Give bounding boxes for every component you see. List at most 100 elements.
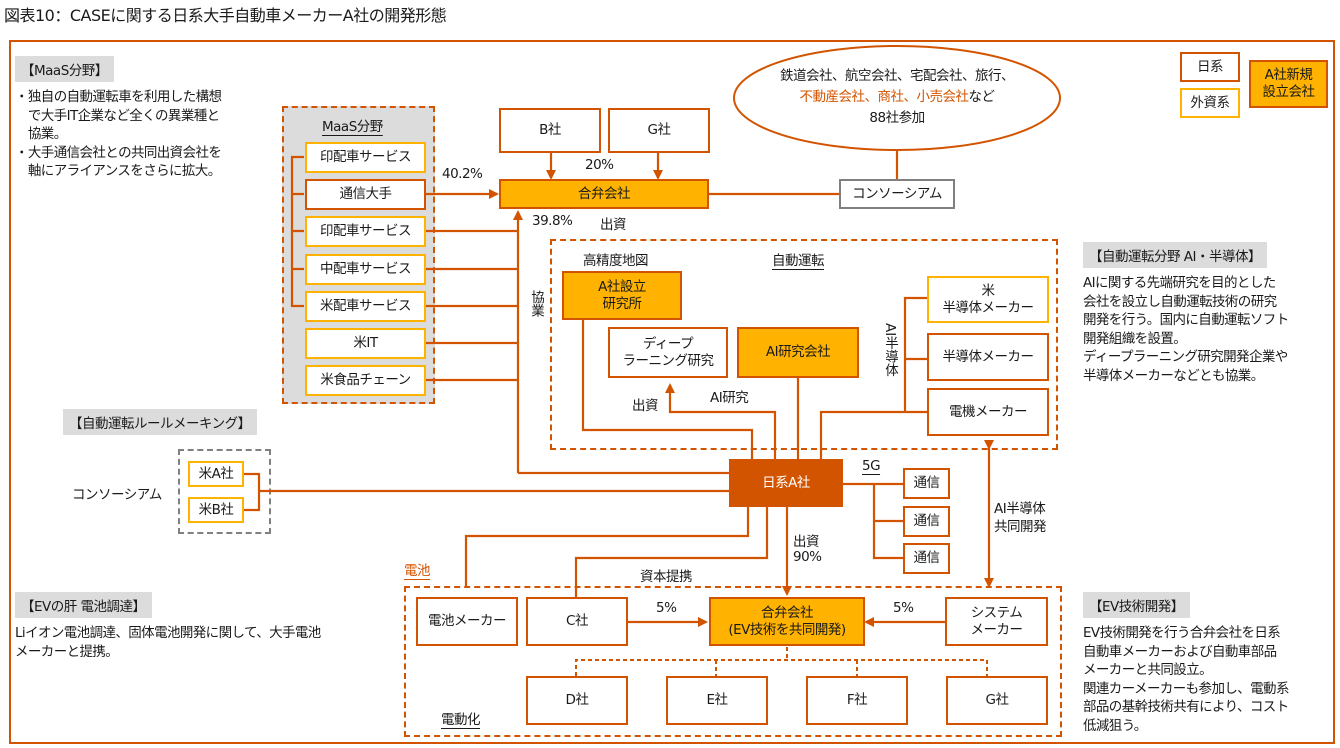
desc-line: ・独自の自動運転車を利用した構想: [15, 89, 222, 105]
ellipse-line-rest: など: [968, 89, 996, 105]
maas-member-box[interactable]: 米配車サービス: [305, 291, 426, 322]
g-company-ev-box[interactable]: G社: [946, 676, 1048, 725]
box-line: ディープ: [642, 335, 694, 352]
battery-maker-box[interactable]: 電池メーカー: [416, 597, 518, 646]
legend-new-company: A社新規 設立会社: [1249, 60, 1328, 108]
us-semi-maker-box[interactable]: 米 半導体メーカー: [927, 276, 1049, 323]
diagram-frame: [9, 40, 1335, 744]
autonomous-group-label: 自動運転: [772, 253, 825, 269]
electric-maker-box[interactable]: 電機メーカー: [927, 388, 1049, 436]
f-company-box[interactable]: F社: [806, 676, 908, 725]
maas-invest-label: 出資: [600, 217, 627, 233]
pct-sys: 5%: [893, 600, 914, 616]
desc-line: 開発組織を設置。: [1083, 330, 1187, 347]
autonomous-group: [550, 239, 1058, 450]
desc-line: 協業。: [15, 126, 67, 142]
company-a-to-c: [574, 506, 769, 597]
semi-to-company-a: [819, 296, 928, 460]
ellipse-text: 鉄道会社、航空会社、宅配会社、旅行、 不動産会社、商社、小売会社など 88社参加: [734, 66, 1060, 129]
box-line: メーカー: [970, 621, 1024, 638]
pct-c: 5%: [656, 600, 677, 616]
legend-foreign: 外資系: [1180, 88, 1240, 118]
ev-jv-box[interactable]: 合弁会社 (EV技術を共同開発): [709, 597, 865, 646]
box-line: システム: [970, 604, 1023, 621]
maas-member-box[interactable]: 米IT: [305, 328, 426, 359]
us-b-company-box[interactable]: 米B社: [188, 497, 244, 523]
desc-line: EV技術開発を行う合弁会社を日系: [1083, 625, 1281, 641]
autonomous-heading: 【自動運転分野 AI・半導体】: [1083, 242, 1268, 268]
ellipse-line: 鉄道会社、航空会社、宅配会社、旅行、: [780, 68, 1015, 84]
c-company-box[interactable]: C社: [526, 597, 628, 646]
hd-map-label: 高精度地図: [583, 253, 649, 269]
desc-line: Liイオン電池調達、固体電池開発に関して、大手電池: [15, 625, 321, 641]
research-lab-box[interactable]: A社設立 研究所: [562, 271, 682, 320]
battery-heading: 【EVの肝 電池調達】: [15, 592, 152, 618]
desc-line: 軸にアライアンスをさらに拡大。: [15, 163, 221, 179]
maas-member-box[interactable]: 通信大手: [305, 179, 426, 210]
deep-learning-box[interactable]: ディープ ラーニング研究: [608, 327, 728, 378]
legend-line: 設立会社: [1262, 84, 1316, 100]
company-a-box[interactable]: 日系A社: [729, 459, 843, 507]
system-maker-box[interactable]: システム メーカー: [945, 597, 1048, 646]
ev-invest-label: 出資: [793, 534, 820, 550]
maas-jv-box[interactable]: 合弁会社: [499, 179, 709, 209]
ev-invest-pct: 90%: [793, 549, 822, 565]
ev-tech-heading: 【EV技術開発】: [1083, 592, 1190, 618]
electrification-label: 電動化: [441, 712, 481, 728]
maas-member-box[interactable]: 中配車サービス: [305, 254, 426, 285]
box-line: 半導体メーカー: [942, 299, 1035, 316]
g-company-box[interactable]: G社: [608, 108, 710, 153]
telecom-box[interactable]: 通信: [903, 543, 950, 574]
rulemaking-heading: 【自動運転ルールメーキング】: [63, 409, 257, 435]
consortium-ellipse: [733, 45, 1061, 151]
maas-bracket-line: [290, 155, 304, 308]
desc-line: メーカーと共同設立。: [1083, 662, 1213, 678]
ai-company-box[interactable]: AI研究会社: [737, 327, 859, 378]
maas-description: ・独自の自動運転車を利用した構想 で大手IT企業など全くの異業種と 協業。 ・大…: [15, 88, 285, 181]
legend-line: A社新規: [1264, 67, 1313, 84]
desc-line: 自動車メーカーおよび自動車部品: [1083, 643, 1277, 660]
ellipse-line: 88社参加: [869, 110, 925, 126]
semi-maker-box[interactable]: 半導体メーカー: [927, 333, 1049, 381]
ev-group: [404, 586, 1062, 737]
maas-member-box[interactable]: 印配車サービス: [305, 142, 426, 173]
autonomous-description: AIに関する先端研究を目的とした 会社を設立し自動運転技術の研究 開発を行う。国…: [1083, 274, 1333, 385]
us-a-company-box[interactable]: 米A社: [188, 461, 244, 487]
company-a-to-dl: [665, 383, 777, 460]
desc-line: ・大手通信会社との共同出資会社を: [15, 144, 222, 161]
desc-line: ディープラーニング研究開発企業や: [1083, 349, 1288, 365]
lab-to-company-a: [581, 320, 754, 460]
box-line: A社設立: [598, 278, 646, 295]
rulemaking-consortium-label: コンソーシアム: [72, 487, 162, 503]
ellipse-highlight: 不動産会社、商社、小売会社: [799, 89, 970, 105]
ai-semi-joint-line1: AI半導体: [994, 501, 1046, 517]
box-line: (EV技術を共同開発): [728, 621, 846, 638]
autonomous-invest-label: 出資: [632, 398, 659, 414]
desc-line: 部品の基幹技術共有により、コスト: [1083, 699, 1289, 715]
desc-line: 会社を設立し自動運転技術の研究: [1083, 293, 1277, 310]
ai-semi-joint-line2: 共同開発: [994, 519, 1047, 535]
maas-group-label: MaaS分野: [322, 119, 383, 135]
fiveg-label: 5G: [862, 458, 881, 474]
e-company-box[interactable]: E社: [666, 676, 768, 725]
rulemaking-bracket: [243, 472, 730, 512]
telecom-box[interactable]: 通信: [903, 468, 950, 499]
battery-label: 電池: [404, 563, 431, 579]
ai-research-label: AI研究: [710, 390, 749, 406]
company-a-to-battery: [464, 506, 750, 586]
box-line: 米: [981, 282, 996, 299]
telecom-box[interactable]: 通信: [903, 506, 950, 537]
pct-telecom: 40.2%: [442, 166, 483, 182]
maas-member-box[interactable]: 印配車サービス: [305, 216, 426, 247]
maas-member-box[interactable]: 米食品チェーン: [305, 365, 426, 396]
b-company-box[interactable]: B社: [499, 108, 601, 153]
d-company-box[interactable]: D社: [526, 676, 628, 725]
desc-line: 低減狙う。: [1083, 717, 1147, 734]
maas-consortium-box[interactable]: コンソーシアム: [839, 179, 955, 209]
collab-label: 協業: [528, 290, 544, 317]
desc-line: で大手IT企業など全くの異業種と: [15, 107, 220, 124]
desc-line: メーカーと提携。: [15, 643, 119, 660]
pct-company-a: 39.8%: [532, 213, 573, 229]
pct-bg: 20%: [585, 157, 614, 173]
